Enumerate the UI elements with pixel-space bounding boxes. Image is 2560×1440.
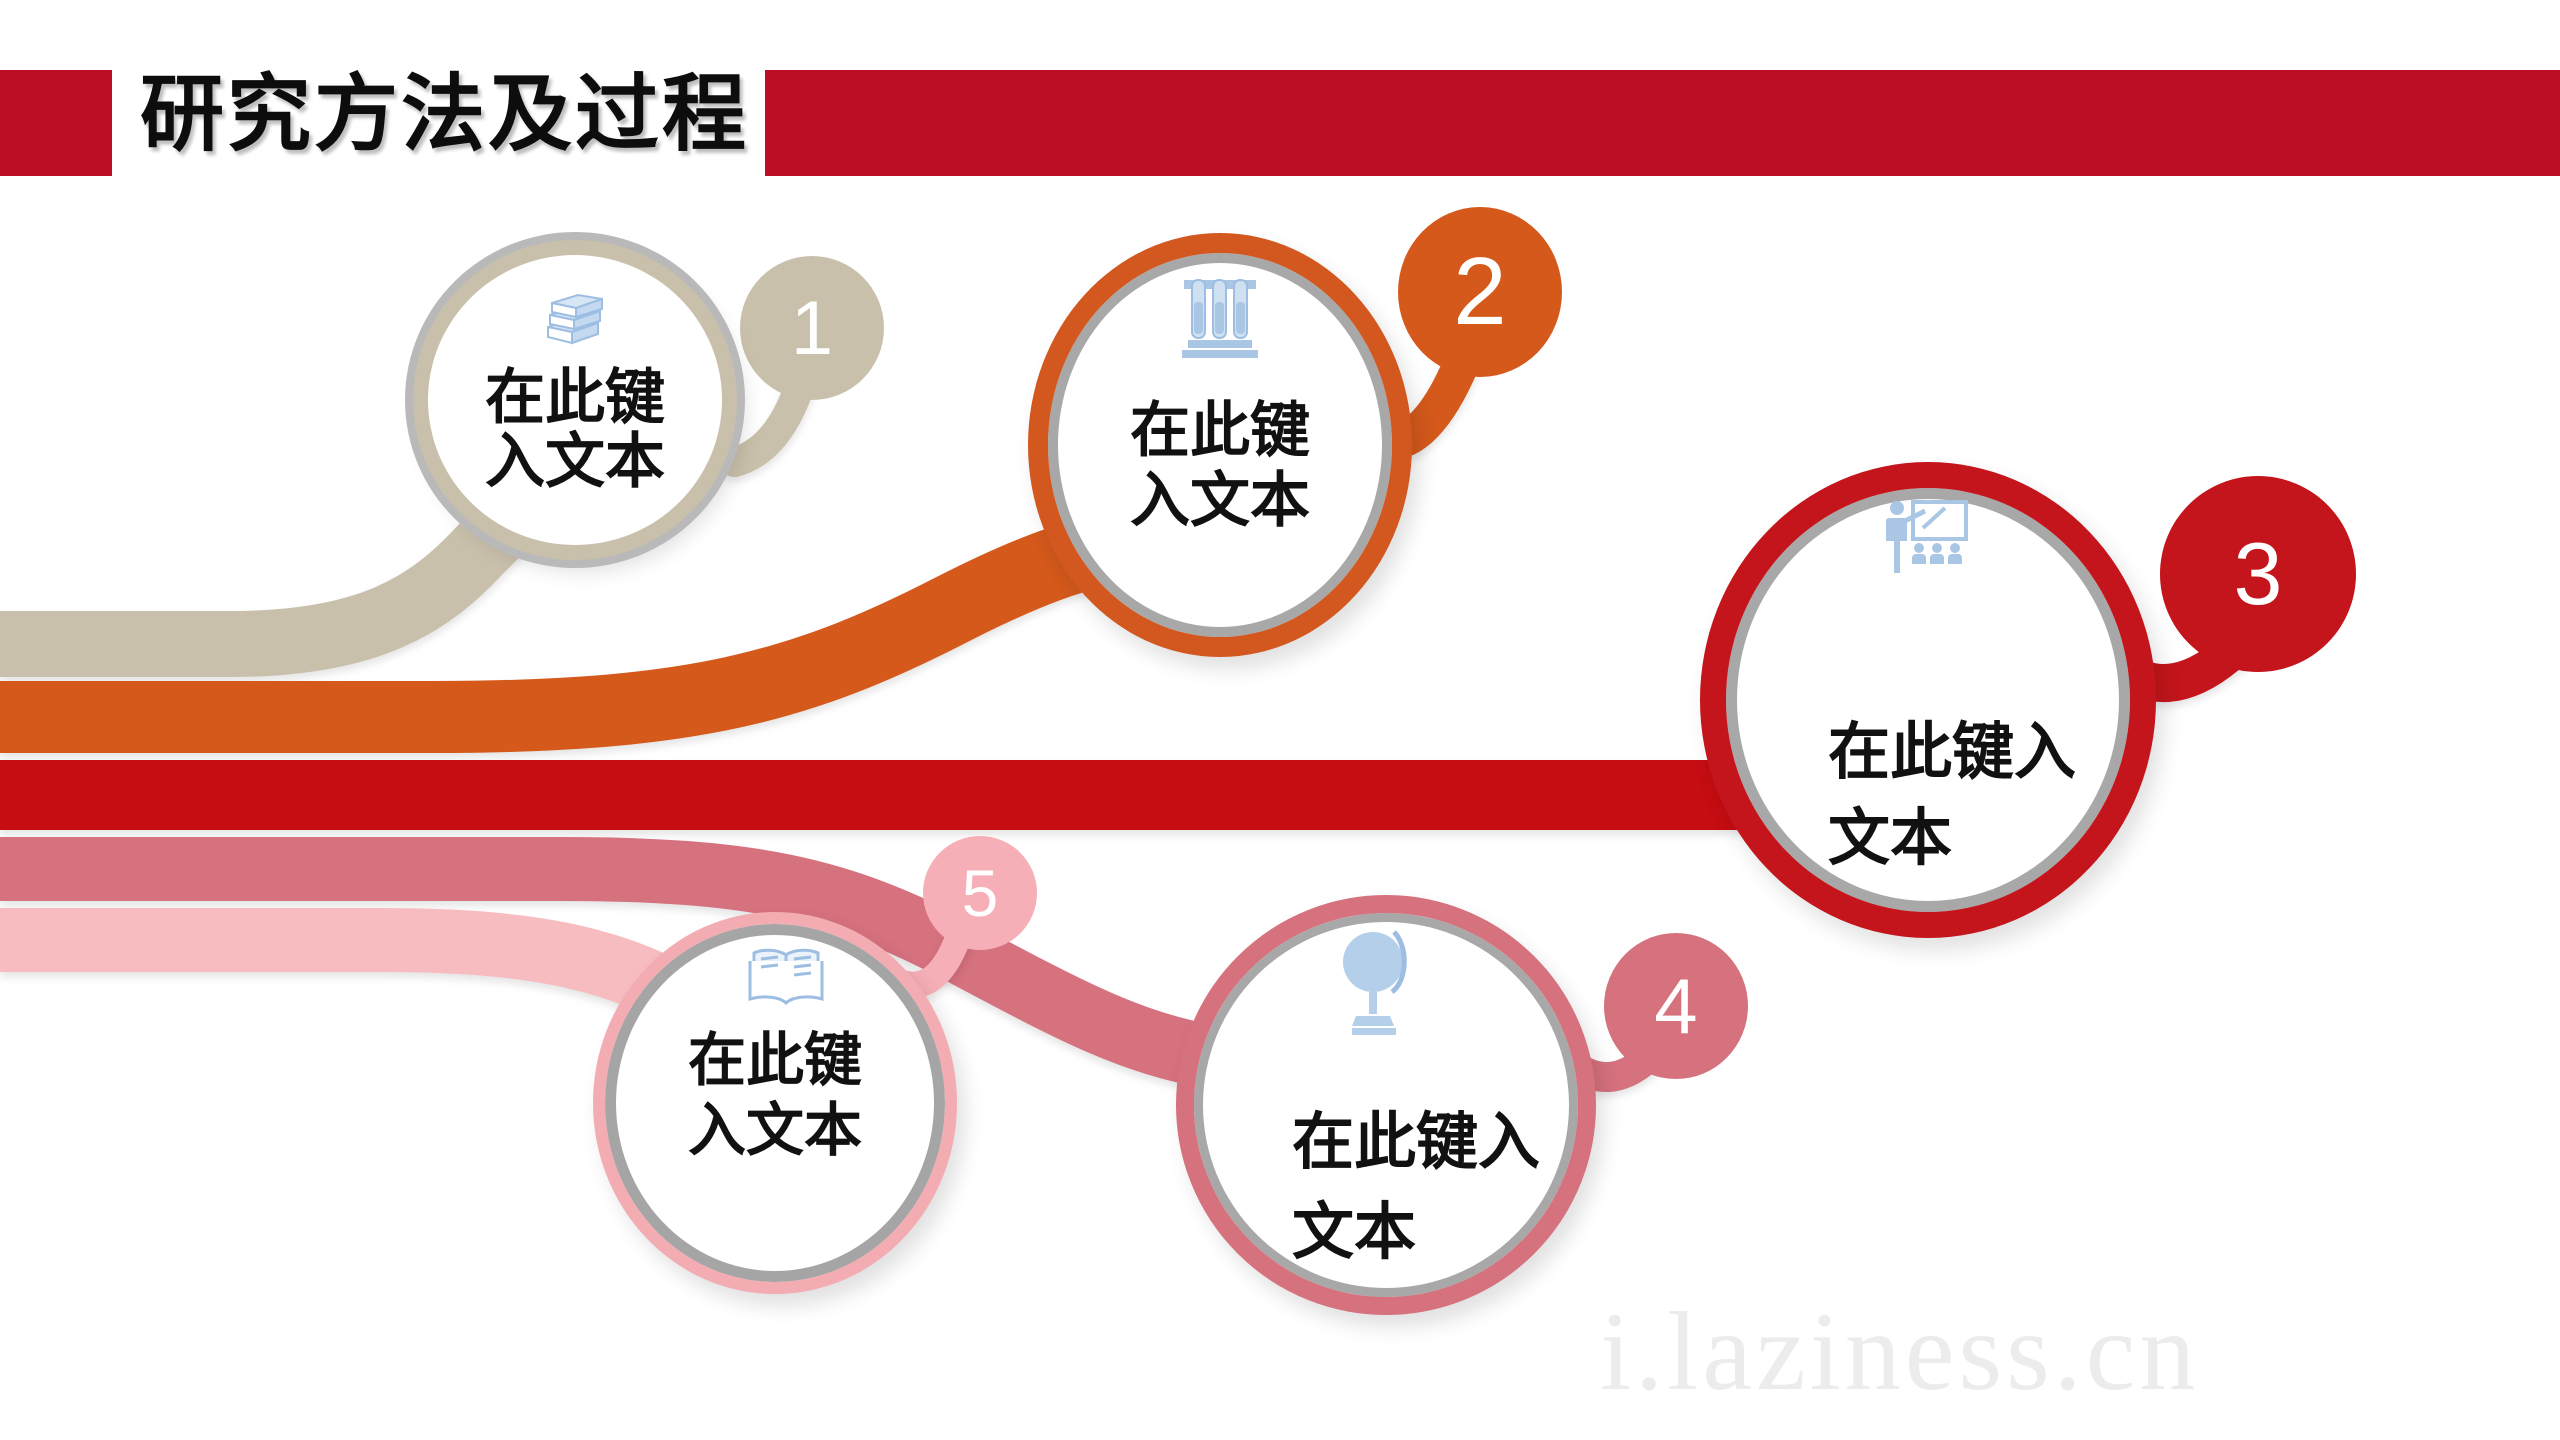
step-5-text-placeholder[interactable]: 在此键 入文本 <box>605 1026 945 1166</box>
step-2-number-badge: 2 <box>1398 207 1562 377</box>
step-2-number: 2 <box>1453 238 1507 345</box>
step-4-text-line1: 在此键入 <box>1292 1109 1541 1177</box>
open-book-icon <box>748 948 824 1006</box>
ribbon-4 <box>0 837 1222 1090</box>
step-5-number: 5 <box>961 856 999 930</box>
step-3-number: 3 <box>2233 524 2283 623</box>
step-1-number-badge: 1 <box>740 256 884 400</box>
ribbon-1 <box>0 494 536 677</box>
step-4-text-line2: 文本 <box>1292 1199 1417 1267</box>
title-box <box>112 42 765 178</box>
step-5-number-badge: 5 <box>923 836 1037 950</box>
step-5-text-line2: 入文本 <box>687 1098 862 1163</box>
watermark-text: i.laziness.cn <box>1600 1290 2200 1414</box>
step-3-text-line1: 在此键入 <box>1828 719 2077 787</box>
step-3-text-line2: 文本 <box>1828 805 1953 873</box>
step-4-text-placeholder[interactable]: 在此键入 文本 <box>1292 1098 1592 1278</box>
step-1-text-line1: 在此键 <box>485 365 665 431</box>
step-2-text-line1: 在此键 <box>1130 398 1310 464</box>
presentation-teacher-icon <box>1886 500 1968 573</box>
books-stack-icon <box>547 293 603 345</box>
step-4-number: 4 <box>1654 961 1698 1050</box>
step-2-text-line2: 入文本 <box>1130 468 1310 534</box>
step-3-text-placeholder[interactable]: 在此键入 文本 <box>1828 710 2128 882</box>
slide-title[interactable]: 研究方法及过程 <box>140 69 750 162</box>
step-1-text-placeholder[interactable]: 在此键 入文本 <box>405 366 745 494</box>
step-3-number-badge: 3 <box>2160 476 2356 672</box>
step-4-number-badge: 4 <box>1604 933 1748 1079</box>
step-1-text-line2: 入文本 <box>485 429 665 495</box>
test-tubes-icon <box>1182 279 1258 358</box>
step-2-text-placeholder[interactable]: 在此键 入文本 <box>1040 396 1400 536</box>
step-5-text-line1: 在此键 <box>687 1028 862 1093</box>
globe-icon <box>1343 930 1407 1035</box>
step-1-number: 1 <box>790 285 834 371</box>
